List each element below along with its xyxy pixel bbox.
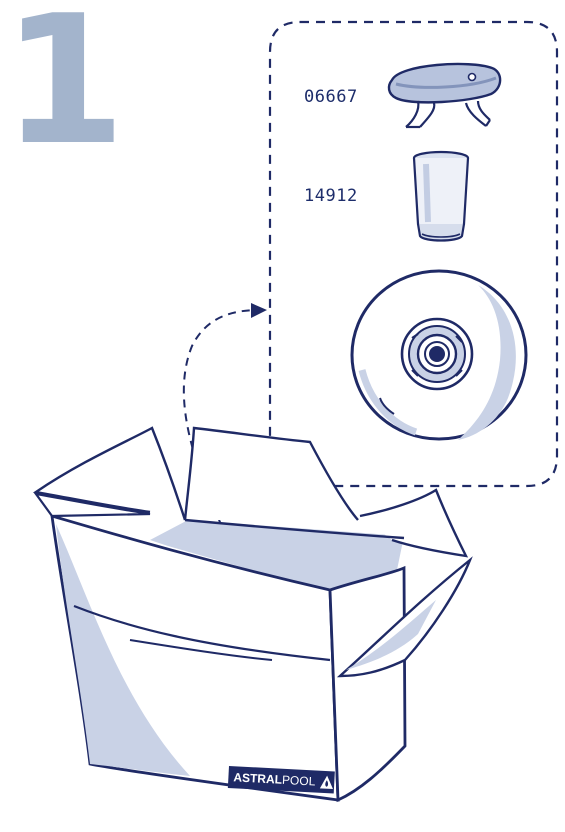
skimmer-cover-icon — [350, 269, 528, 441]
brand-name-light: POOL — [281, 772, 316, 789]
cardboard-box-illustration — [32, 426, 473, 803]
plug-icon — [412, 150, 470, 242]
wall-key-icon — [387, 62, 502, 129]
callout-arrowhead — [251, 303, 267, 318]
part-code-06667: 06667 — [304, 87, 358, 107]
step-number: 1 — [2, 0, 126, 184]
part-code-14912: 14912 — [304, 186, 358, 206]
brand-name-bold: ASTRAL — [233, 770, 283, 787]
brand-logo-icon — [319, 775, 334, 790]
contents-callout-border — [268, 20, 559, 488]
brand-label: ASTRAL POOL — [227, 766, 335, 794]
